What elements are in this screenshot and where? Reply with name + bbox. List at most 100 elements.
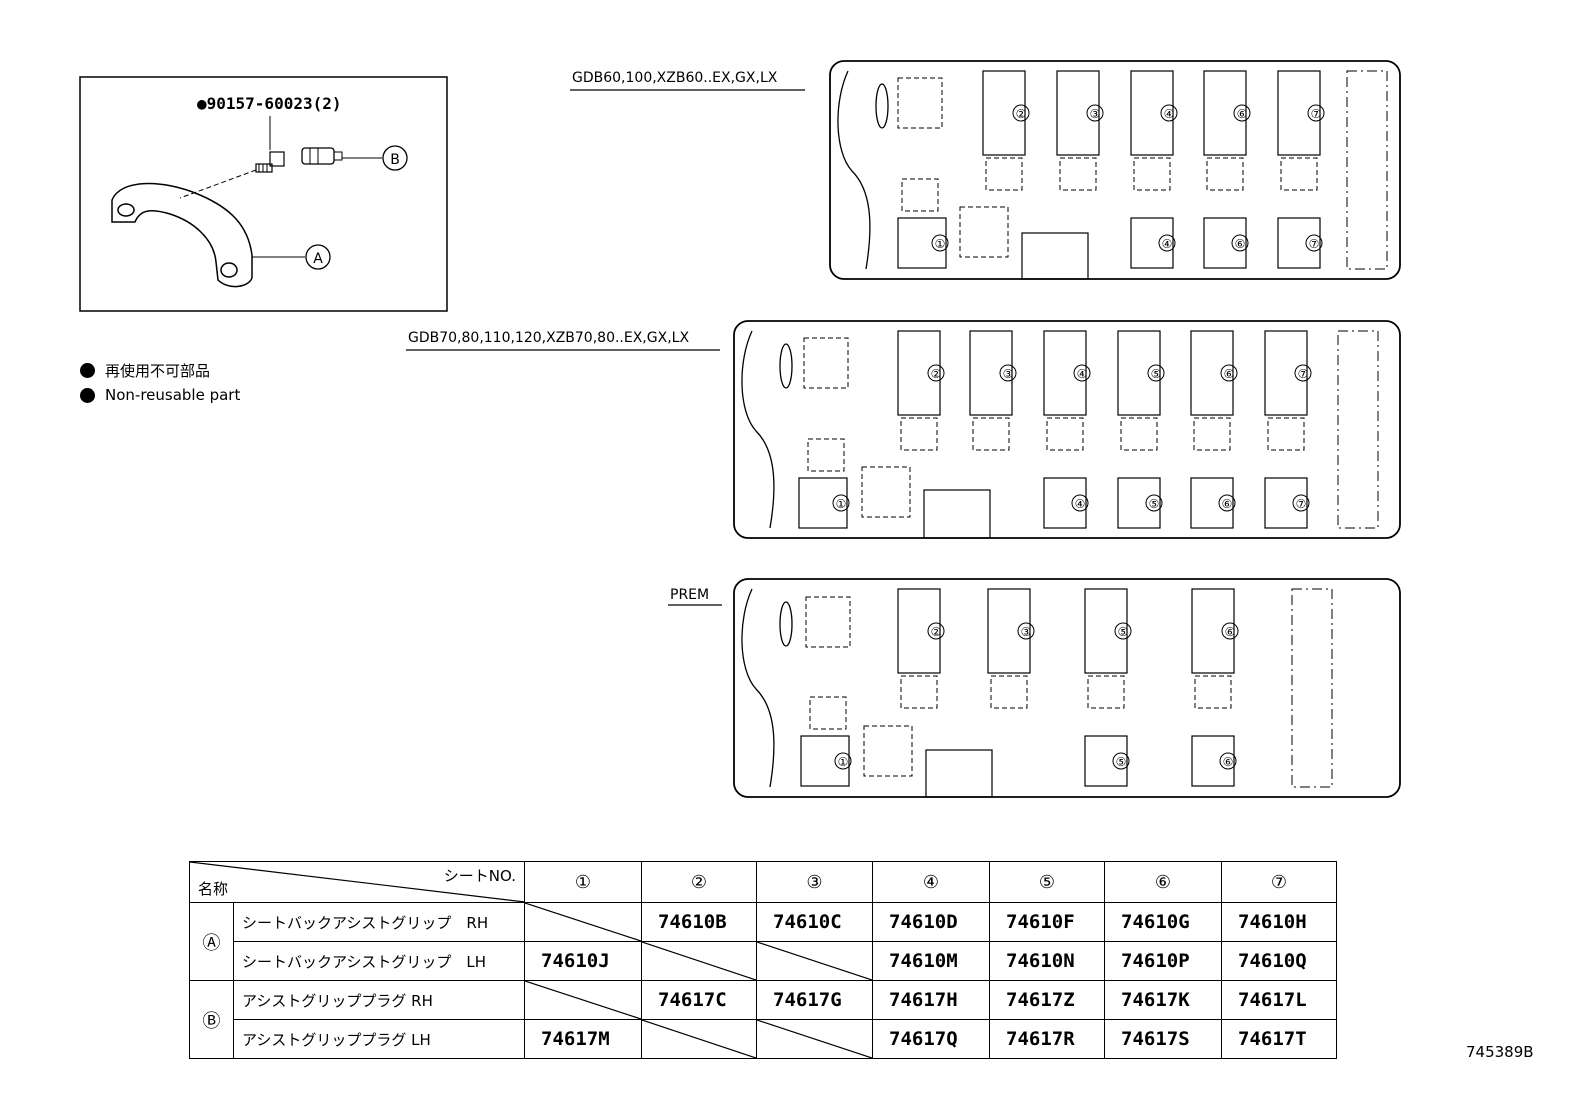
seat-back xyxy=(1117,330,1161,416)
seat-back xyxy=(1084,588,1128,674)
seat-number: ⑥ xyxy=(1224,367,1235,381)
seat-number-circle xyxy=(1219,752,1237,770)
table-row: アシストグリッププラグ LH 74617M 74617Q 74617R 7461… xyxy=(190,1019,1337,1059)
seat-back xyxy=(1130,70,1174,156)
seat-number: ② xyxy=(931,367,942,381)
part-cell: 74610Q xyxy=(1221,941,1337,981)
table-corner-cell: シートNO. 名称 xyxy=(189,861,525,903)
seat-cushion xyxy=(972,417,1010,451)
seat-cushion xyxy=(1133,157,1171,191)
seat-back xyxy=(987,588,1031,674)
step-box xyxy=(807,438,845,472)
part-cell: 74617L xyxy=(1221,980,1337,1020)
rear-bench xyxy=(1346,70,1388,270)
seat-lower xyxy=(1203,217,1247,269)
seat-number: ⑤ xyxy=(1149,497,1160,511)
seat-lower xyxy=(1084,735,1128,787)
seat-cushion xyxy=(990,675,1028,709)
seat-number-circle xyxy=(834,752,852,770)
seat-number-circle xyxy=(1112,752,1130,770)
console-box xyxy=(897,77,943,129)
bus-outline xyxy=(829,60,1401,280)
seat-header: ④ xyxy=(872,861,990,903)
part-cell: 74610M xyxy=(872,941,990,981)
seat-number-circle xyxy=(1233,104,1251,122)
seat-number-circle xyxy=(1158,234,1176,252)
seat-cushion xyxy=(1087,675,1125,709)
part-cell: 74617M xyxy=(524,1019,642,1059)
seat-number: ⑤ xyxy=(1118,625,1129,639)
seat-number: ④ xyxy=(1164,107,1175,121)
seat-back xyxy=(1190,330,1234,416)
seat-no-label: シートNO. xyxy=(443,867,516,885)
seat-number: ② xyxy=(1016,107,1027,121)
name-label: 名称 xyxy=(198,880,229,898)
part-name: シートバックアシストグリップ LH xyxy=(233,941,525,981)
seat-number-circle xyxy=(1073,364,1091,382)
layout-label-1: GDB60,100,XZB60..EX,GX,LX xyxy=(572,70,778,86)
steering-wheel-icon xyxy=(779,601,793,647)
seat-number: ⑦ xyxy=(1309,237,1320,251)
seat-header: ⑥ xyxy=(1104,861,1222,903)
part-cell: 74617Z xyxy=(989,980,1105,1020)
front-seat-dashed xyxy=(863,725,913,777)
seat-cushion xyxy=(1206,157,1244,191)
part-name: アシストグリッププラグ LH xyxy=(233,1019,525,1059)
seat-number: ⑤ xyxy=(1151,367,1162,381)
seat-number: ⑦ xyxy=(1296,497,1307,511)
seat-header: ① xyxy=(524,861,642,903)
part-cell: 74617S xyxy=(1104,1019,1222,1059)
front-seat-dashed xyxy=(959,206,1009,258)
part-cell: 74610B xyxy=(641,902,757,942)
seat-cushion xyxy=(1194,675,1232,709)
bus-outline xyxy=(733,320,1401,539)
seat-number-circle xyxy=(1012,104,1030,122)
seat-number-circle xyxy=(999,364,1017,382)
driver-cab-outline xyxy=(741,588,775,788)
part-cell xyxy=(756,941,873,981)
seat-number-circle xyxy=(1305,234,1323,252)
seat-number: ⑦ xyxy=(1298,367,1309,381)
part-cell: 74610N xyxy=(989,941,1105,981)
group-mark-a: Ⓐ xyxy=(189,902,234,981)
seat-number: ④ xyxy=(1075,497,1086,511)
seat-lower xyxy=(1130,217,1174,269)
layout-label-3: PREM xyxy=(670,587,710,603)
seat-number: ② xyxy=(931,625,942,639)
seat-cushion xyxy=(900,675,938,709)
front-seat-dashed xyxy=(861,466,911,518)
seat-number: ⑥ xyxy=(1222,497,1233,511)
layout-label-2: GDB70,80,110,120,XZB70,80..EX,GX,LX xyxy=(408,330,690,346)
image-number: 745389B xyxy=(1466,1043,1534,1061)
seat-number-circle xyxy=(1147,364,1165,382)
seat-back xyxy=(1043,330,1087,416)
seat-number-circle xyxy=(1114,622,1132,640)
part-cell: 74617R xyxy=(989,1019,1105,1059)
seat-cushion xyxy=(1267,417,1305,451)
seat-number-circle xyxy=(1292,494,1310,512)
seat-number-circle xyxy=(1307,104,1325,122)
table-header-row: シートNO. 名称 ① ② ③ ④ ⑤ ⑥ ⑦ xyxy=(189,861,1337,903)
seat-number-circle xyxy=(927,364,945,382)
seat-number-circle xyxy=(931,234,949,252)
part-cell: 74610H xyxy=(1221,902,1337,942)
table-row: Ⓑ アシストグリッププラグ RH 74617C 74617G 74617H 74… xyxy=(189,980,1337,1059)
seat-lower xyxy=(897,217,947,269)
part-cell xyxy=(524,902,642,942)
bullet-icon xyxy=(80,387,95,403)
seat-lower xyxy=(1277,217,1321,269)
legend-item-en: Non-reusable part xyxy=(80,386,240,404)
driver-cab-outline xyxy=(837,70,871,270)
seat-number: ⑦ xyxy=(1311,107,1322,121)
group-mark-b: Ⓑ xyxy=(189,980,234,1059)
seat-number: ⑥ xyxy=(1237,107,1248,121)
door-step xyxy=(923,489,991,539)
seat-back xyxy=(897,588,941,674)
parts-table: シートNO. 名称 ① ② ③ ④ ⑤ ⑥ ⑦ Ⓐ シートバックアシストグリップ… xyxy=(189,861,1337,1059)
part-cell: 74617Q xyxy=(872,1019,990,1059)
seat-number-circle xyxy=(1086,104,1104,122)
seat-back xyxy=(1277,70,1321,156)
seat-number: ⑥ xyxy=(1225,625,1236,639)
